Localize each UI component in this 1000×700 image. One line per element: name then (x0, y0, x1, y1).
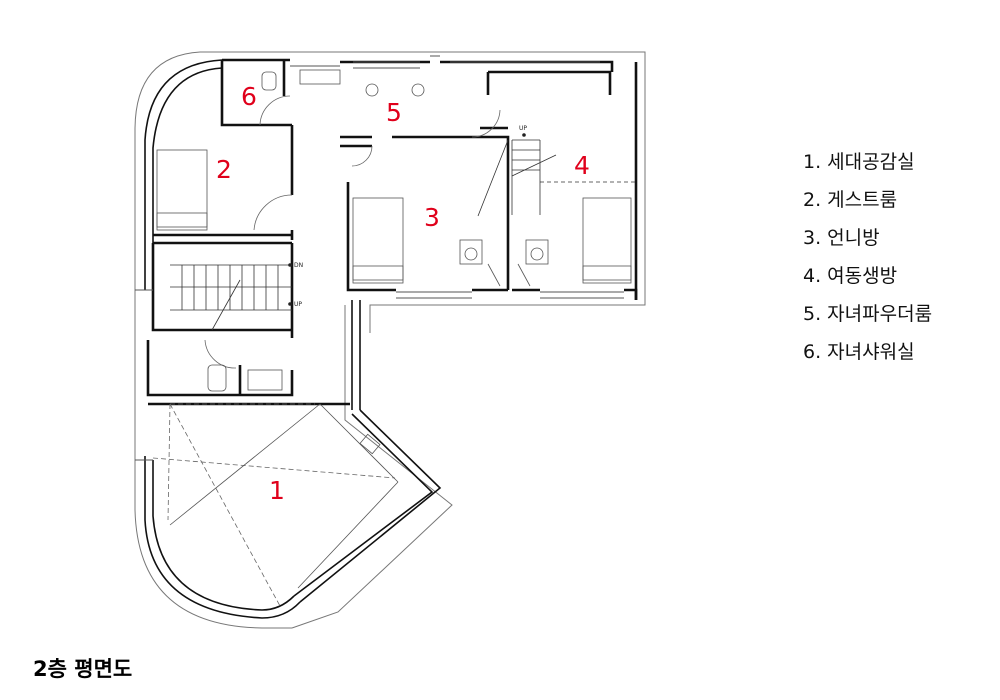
small-stairs (477, 139, 636, 217)
room-1-lines (169, 403, 399, 589)
furniture (207, 69, 549, 455)
room-number-5: 5 (386, 98, 402, 127)
room-legend: 1. 세대공감실 2. 게스트룸 3. 언니방 4. 여동생방 5. 자녀파우더… (803, 150, 932, 378)
door-swings (204, 95, 501, 369)
bed-room-4 (582, 197, 632, 284)
legend-item: 5. 자녀파우더룸 (803, 303, 933, 325)
room-number-4: 4 (574, 151, 590, 180)
room-number-3: 3 (424, 203, 440, 232)
stair-up-small-label: UP (519, 125, 527, 132)
stair-dn-marker (288, 263, 292, 267)
stair-up-small-marker (522, 133, 526, 137)
room-number-6: 6 (241, 82, 257, 111)
bed-guest-room (156, 149, 208, 231)
stair-dn-label: DN (294, 262, 303, 269)
legend-item: 4. 여동생방 (803, 265, 898, 287)
legend-item: 1. 세대공감실 (803, 151, 915, 173)
legend-item: 6. 자녀샤워실 (803, 341, 915, 363)
room-number-1: 1 (269, 476, 285, 505)
legend-item: 3. 언니방 (803, 227, 880, 249)
stair-up-marker (288, 302, 292, 306)
bed-room-3 (352, 197, 404, 284)
beds (156, 149, 632, 284)
room-1-diagonals (152, 403, 396, 607)
room-number-2: 2 (216, 155, 232, 184)
outer-outline (134, 51, 646, 629)
windows (135, 55, 624, 461)
legend-item: 2. 게스트룸 (803, 189, 898, 211)
plan-caption: 2층 평면도 (33, 657, 133, 681)
stairs (170, 264, 292, 331)
stair-up-label: UP (294, 301, 302, 308)
curved-walls (144, 59, 442, 619)
